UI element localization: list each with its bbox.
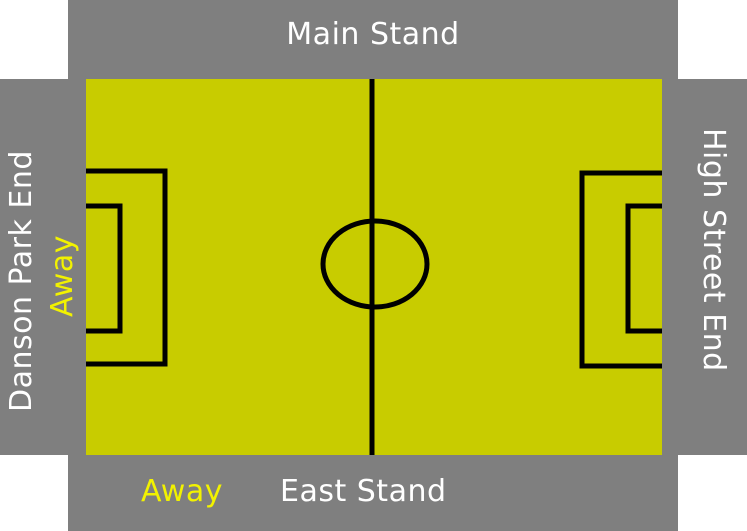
east-stand-label: East Stand bbox=[280, 474, 447, 509]
east-stand-away-label: Away bbox=[141, 474, 223, 509]
main-stand-label: Main Stand bbox=[286, 17, 460, 52]
left-penalty-area bbox=[86, 168, 168, 367]
east-stand bbox=[68, 455, 678, 531]
centre-circle bbox=[320, 218, 430, 310]
danson-park-end-label: Danson Park End bbox=[4, 150, 39, 412]
right-goal-area bbox=[625, 203, 662, 334]
right-penalty-area bbox=[579, 170, 662, 369]
danson-park-end-away-label: Away bbox=[45, 235, 80, 317]
left-goal-area bbox=[86, 203, 123, 334]
main-stand bbox=[68, 0, 678, 79]
danson-park-end-stand bbox=[0, 79, 86, 455]
high-street-end-label: High Street End bbox=[696, 128, 731, 372]
high-street-end-stand bbox=[662, 79, 747, 455]
